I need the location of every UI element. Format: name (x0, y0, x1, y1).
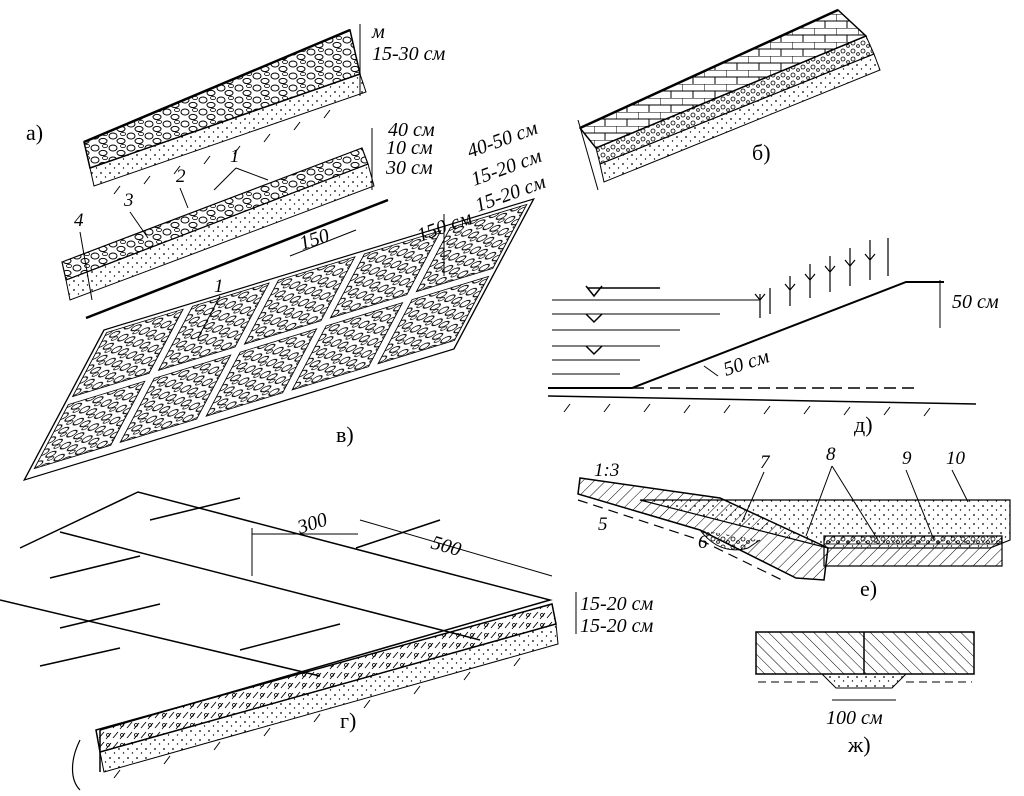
label-e-10: 10 (946, 448, 966, 469)
label-e-9: 9 (902, 448, 912, 469)
label-e-6: 6 (698, 532, 708, 553)
panel-zh: 100 см ж) (755, 631, 975, 757)
label-v-1b: 1 (214, 276, 224, 297)
label-v-4: 4 (74, 210, 84, 231)
caption-v: в) (336, 422, 354, 447)
label-e-7: 7 (760, 452, 771, 473)
caption-g: г) (340, 708, 356, 733)
panel-e: 1:3 5 6 7 8 9 10 е) (577, 444, 1011, 601)
dim-v-3: 150 (297, 225, 332, 255)
dim-d-0: 50 см (952, 291, 999, 313)
label-v-3: 3 (123, 190, 134, 211)
dim-v-2: 30 см (385, 157, 433, 179)
caption-a: а) (26, 120, 43, 145)
dim-g-1: 500 (429, 532, 464, 561)
label-v-2: 2 (176, 166, 186, 187)
dim-g-2: 15-20 см (580, 593, 654, 615)
panel-a: а) м 15-30 см (26, 21, 446, 195)
panel-b: 40-50 см 15-20 см 15-20 см б) (464, 8, 881, 217)
dim-a-1: 15-30 см (372, 43, 446, 65)
caption-d: д) (854, 412, 873, 437)
dim-v-1: 10 см (386, 137, 433, 159)
caption-b: б) (752, 140, 771, 165)
panel-d: 50 см 50 см д) (547, 238, 999, 437)
dim-a-0: м (371, 21, 385, 43)
label-e-5: 5 (598, 514, 608, 535)
dim-v-0: 40 см (388, 119, 435, 141)
dim-e-0: 1:3 (594, 460, 619, 481)
label-e-8: 8 (826, 444, 836, 465)
label-v-1: 1 (230, 146, 240, 167)
dim-g-3: 15-20 см (580, 615, 654, 637)
caption-zh: ж) (847, 732, 871, 757)
dim-zh-0: 100 см (826, 707, 883, 729)
panel-g: 300 500 15-20 см 15-20 см г) (0, 491, 654, 791)
caption-e: е) (860, 576, 877, 601)
